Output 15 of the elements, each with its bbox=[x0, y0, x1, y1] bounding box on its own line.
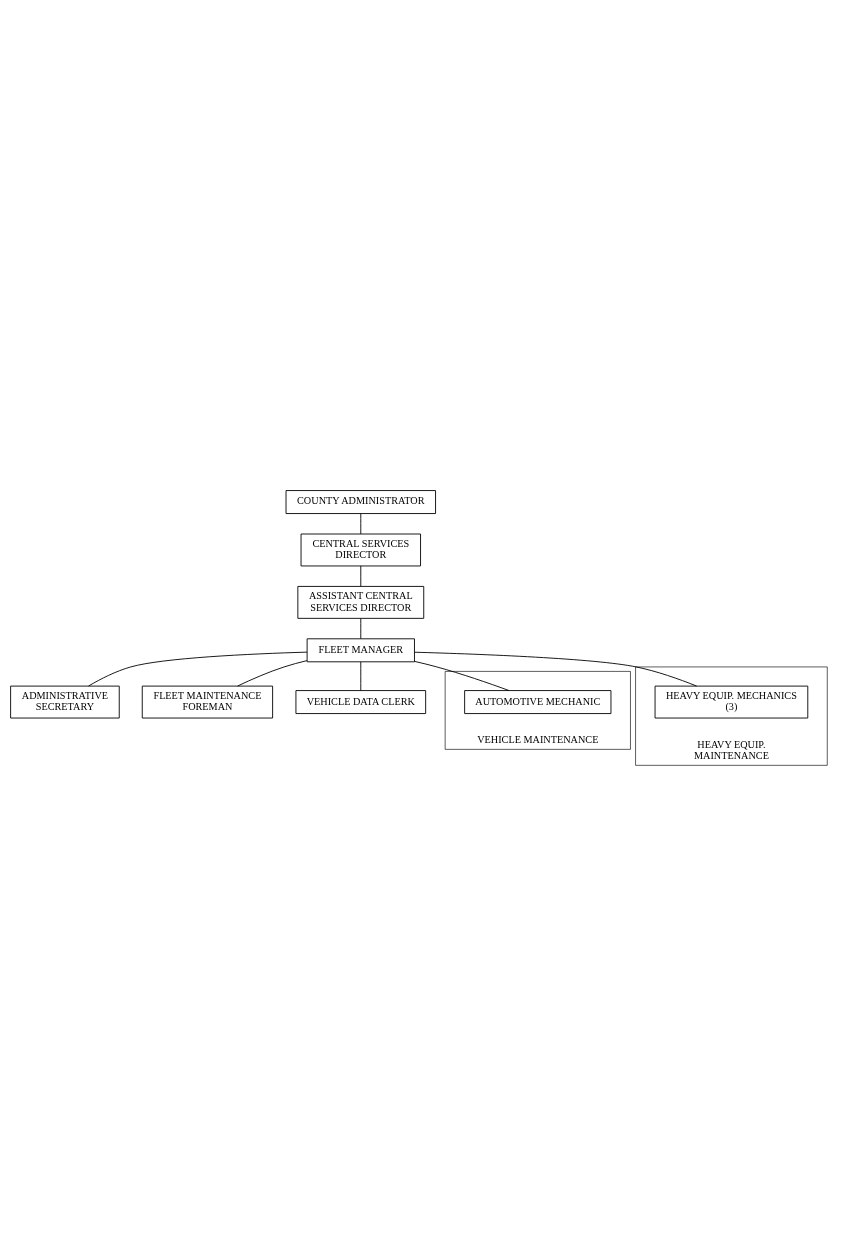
connector bbox=[360, 660, 362, 691]
node-box: VEHICLE DATA CLERK bbox=[295, 689, 427, 714]
connector bbox=[360, 565, 362, 587]
node-box: FLEET MANAGER bbox=[306, 637, 415, 662]
node-box: ASSISTANT CENTRAL SERVICES DIRECTOR bbox=[297, 585, 425, 619]
node-box: AUTOMOTIVE MECHANIC bbox=[464, 689, 612, 714]
connector bbox=[360, 617, 362, 639]
node-box: FLEET MAINTENANCE FOREMAN bbox=[141, 685, 274, 718]
node-box: CENTRAL SERVICES DIRECTOR bbox=[300, 533, 421, 566]
connector bbox=[88, 651, 308, 686]
connector bbox=[360, 512, 362, 534]
node-box: ADMINISTRATIVE SECRETARY bbox=[10, 685, 120, 718]
node-box: HEAVY EQUIP. MECHANICS (3) bbox=[654, 685, 809, 718]
node-box: COUNTY ADMINISTRATOR bbox=[285, 489, 436, 514]
connector bbox=[237, 659, 308, 686]
